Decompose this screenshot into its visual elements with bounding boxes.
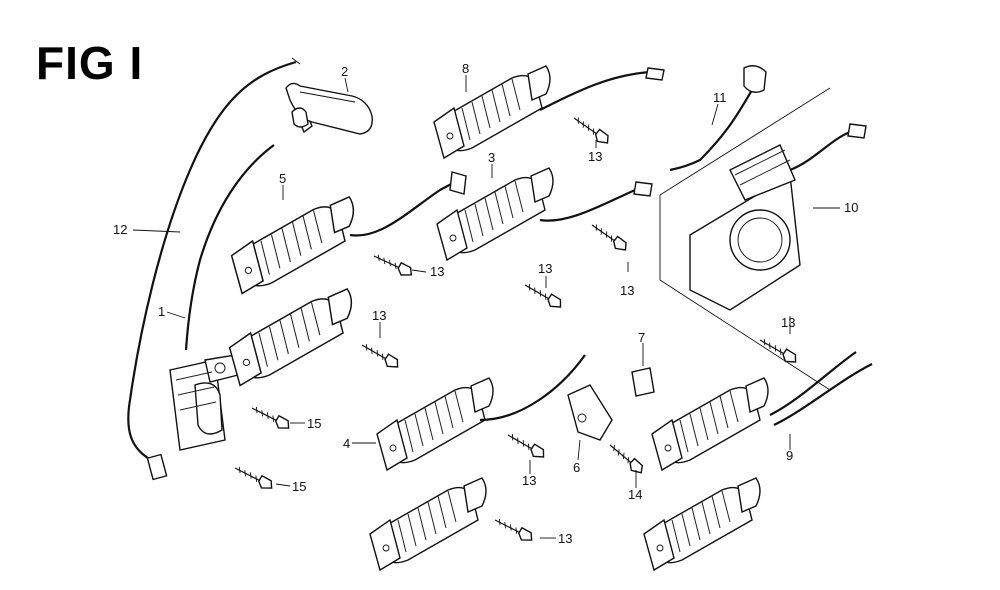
figure-title: FIG I bbox=[36, 37, 144, 89]
part-5-coil bbox=[230, 171, 467, 295]
label-part-13: 13 bbox=[372, 308, 386, 323]
bolt-13-a bbox=[568, 115, 613, 146]
label-part-13: 13 bbox=[588, 149, 602, 164]
part-6-bracket bbox=[567, 384, 613, 441]
label-part-13: 13 bbox=[558, 531, 572, 546]
label-part-12: 12 bbox=[113, 222, 127, 237]
part-coil-bottom-middle bbox=[369, 477, 487, 571]
bolt-13-h bbox=[491, 517, 536, 543]
label-part-7: 7 bbox=[638, 330, 645, 345]
label-part-13: 13 bbox=[522, 473, 536, 488]
leader-lines bbox=[132, 75, 840, 539]
bolt-15-b bbox=[231, 465, 276, 491]
bolt-13-c bbox=[586, 222, 631, 253]
bolt-15-a bbox=[248, 405, 293, 431]
label-part-13: 13 bbox=[538, 261, 552, 276]
label-part-3: 3 bbox=[488, 150, 495, 165]
label-part-15: 15 bbox=[307, 416, 321, 431]
part-10-stator bbox=[659, 87, 867, 391]
bolt-14 bbox=[603, 442, 648, 476]
label-part-13: 13 bbox=[430, 264, 444, 279]
bolt-13-b bbox=[370, 253, 415, 278]
label-part-2: 2 bbox=[341, 64, 348, 79]
bolt-13-g bbox=[503, 432, 548, 460]
label-part-13: 13 bbox=[781, 315, 795, 330]
bolt-13-d bbox=[520, 282, 565, 310]
part-12-cable bbox=[127, 57, 301, 481]
label-part-9: 9 bbox=[786, 448, 793, 463]
label-part-14: 14 bbox=[628, 487, 642, 502]
label-part-6: 6 bbox=[573, 460, 580, 475]
label-part-11: 11 bbox=[713, 90, 727, 105]
label-part-1: 1 bbox=[158, 304, 165, 319]
part-11-wire bbox=[669, 65, 767, 172]
label-part-13: 13 bbox=[620, 283, 634, 298]
part-3-coil bbox=[436, 167, 653, 261]
part-1-ignition-coil bbox=[169, 110, 313, 451]
part-9-coil bbox=[651, 351, 873, 471]
part-2-plug-cap bbox=[285, 82, 373, 135]
part-8-coil bbox=[433, 65, 665, 159]
label-part-5: 5 bbox=[279, 171, 286, 186]
part-coil-bottom-right bbox=[643, 477, 761, 571]
label-part-4: 4 bbox=[343, 436, 350, 451]
bolt-13-f bbox=[755, 337, 800, 365]
part-4-coil bbox=[376, 354, 586, 471]
part-coil-lower-left bbox=[228, 288, 353, 387]
label-part-15: 15 bbox=[292, 479, 306, 494]
bolt-13-e bbox=[357, 342, 402, 370]
part-7-block bbox=[631, 367, 655, 397]
label-part-10: 10 bbox=[844, 200, 858, 215]
label-part-8: 8 bbox=[462, 61, 469, 76]
